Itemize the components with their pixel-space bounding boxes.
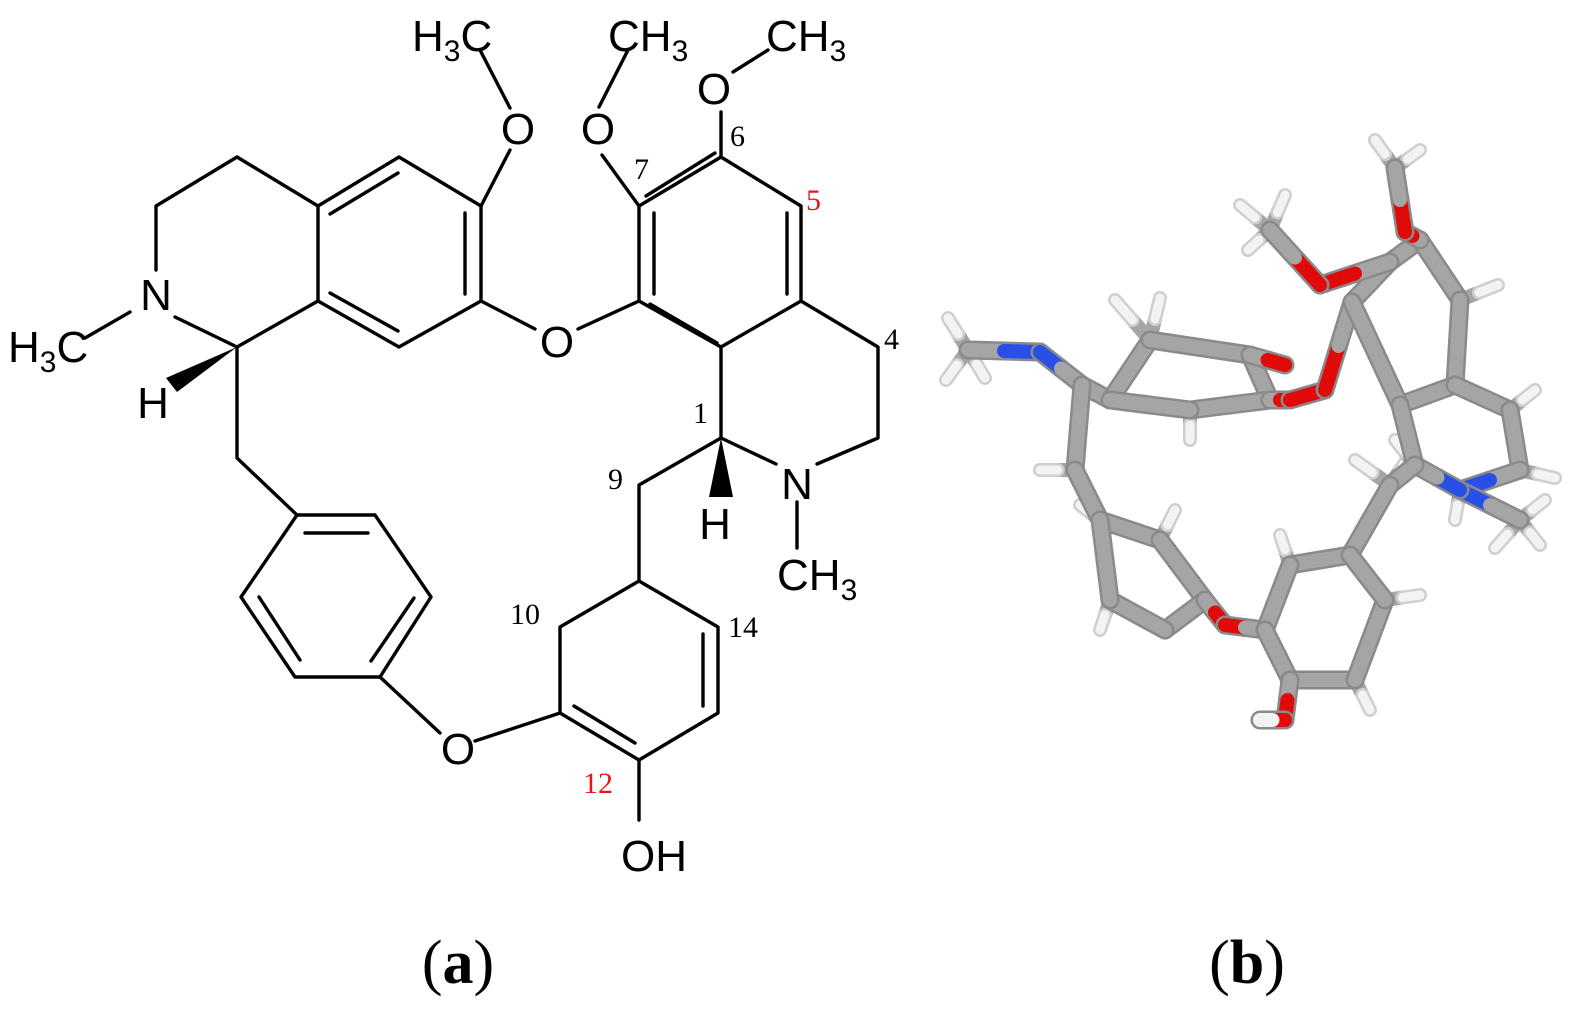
oxygen-left-methoxy: O: [501, 105, 535, 154]
stick-bond: [1490, 529, 1512, 553]
stick-bond: [1093, 513, 1112, 567]
stick-bond: [941, 360, 962, 385]
methoxy-left-label: H3C: [412, 12, 492, 68]
n-methyl-left-label: H3C: [8, 323, 88, 379]
stick-bonds: [939, 133, 1562, 730]
stick-bond: [1235, 200, 1260, 222]
stick-bond: [1150, 293, 1165, 324]
stick-bond: [1318, 339, 1346, 397]
stick-bond: [1483, 498, 1527, 527]
stick-bond: [1350, 455, 1377, 477]
methoxy-right-label: CH3: [766, 12, 846, 68]
stick-bond: [1388, 161, 1407, 207]
stick-bond: [1110, 295, 1137, 325]
stick-bond: [1343, 548, 1375, 585]
caption-a: (a): [422, 929, 494, 997]
stick-bond: [1348, 633, 1377, 687]
oxygen-mid-methoxy: O: [581, 105, 615, 154]
locant-5: 5: [806, 184, 821, 217]
hydrogen-left: H: [137, 379, 169, 428]
stick-bond: [1345, 295, 1383, 361]
oxygen-upper-ether: O: [540, 318, 574, 367]
skeletal-bonds: [83, 48, 880, 822]
stick-bond: [1450, 500, 1462, 525]
stick-bond: [1450, 293, 1467, 350]
caption-b: (b): [1209, 929, 1285, 997]
locant-4: 4: [884, 323, 899, 356]
stick-bond: [972, 359, 990, 383]
stick-bond: [1474, 280, 1503, 297]
methoxy-mid-label: CH3: [608, 12, 688, 68]
locant-12: 12: [583, 767, 613, 800]
stick-bond: [1533, 469, 1560, 483]
stick-bond: [1071, 378, 1089, 435]
locant-9: 9: [608, 463, 623, 496]
locant-1: 1: [693, 397, 708, 430]
stick-bond: [1260, 353, 1292, 372]
nitrogen-right: N: [781, 460, 813, 509]
hydrogen-right: H: [699, 500, 731, 549]
stick-bond: [1163, 505, 1180, 530]
stick-bond: [1095, 610, 1110, 635]
oxygen-lower-ether: O: [441, 725, 475, 774]
locant-10: 10: [510, 598, 540, 631]
stick-bond: [1393, 398, 1415, 442]
panel-b-3d-model: (b): [939, 133, 1562, 997]
locant-14: 14: [728, 611, 758, 644]
stick-bond: [1528, 495, 1550, 515]
stick-bond: [1403, 145, 1425, 164]
stick-bond: [1518, 385, 1540, 405]
stick-bond: [1275, 530, 1290, 555]
n-methyl-right-label: CH3: [777, 551, 857, 607]
wedge-bond-left: [166, 347, 237, 392]
stick-bond: [1370, 135, 1390, 159]
stick-bond: [1525, 528, 1545, 550]
stick-bond: [1143, 333, 1207, 355]
oxygen-right-methoxy: O: [697, 65, 731, 114]
stick-bond: [1103, 393, 1157, 412]
stick-bond: [1263, 223, 1302, 265]
hydroxyl-label: OH: [621, 832, 687, 881]
stick-bond: [1398, 590, 1425, 602]
stick-bond: [943, 313, 963, 339]
wedge-bond-right: [709, 438, 733, 497]
stick-bond: [1243, 235, 1264, 255]
nitrogen-left: N: [140, 271, 172, 320]
locant-7: 7: [634, 153, 649, 186]
locant-6: 6: [730, 120, 745, 153]
panel-a-structure: H3C CH3 CH3 O O O O O N H3C H N CH3 H OH…: [8, 12, 899, 997]
stick-bond: [1358, 690, 1375, 715]
stick-bond: [1273, 190, 1290, 217]
